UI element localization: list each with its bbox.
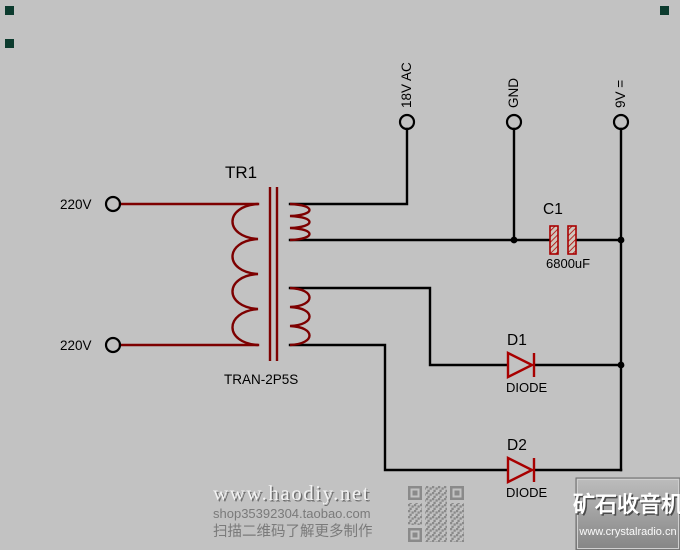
label-tr1-ref: TR1 bbox=[225, 163, 257, 182]
label-c1-value: 6800uF bbox=[546, 256, 590, 271]
diode-triangle bbox=[506, 456, 535, 484]
capacitor-c1 bbox=[549, 225, 577, 255]
capacitor-plate bbox=[549, 225, 559, 255]
logo-url: www.crystalradio.cn bbox=[578, 526, 676, 538]
transformer-primary-coil bbox=[231, 202, 259, 347]
terminal-18vac bbox=[398, 113, 416, 131]
logo-bevel bbox=[577, 479, 679, 549]
corner-marker bbox=[660, 6, 669, 15]
qr-finder bbox=[450, 486, 464, 500]
watermark-site-shadow: www.haodiy.net bbox=[215, 483, 372, 507]
watermark-site: www.haodiy.net bbox=[213, 481, 370, 505]
diode-triangle bbox=[506, 351, 535, 379]
logo-title: 矿石收音机 bbox=[573, 492, 680, 517]
watermark-scan-hint: 扫描二维码了解更多制作 bbox=[213, 523, 373, 540]
logo-background bbox=[575, 477, 680, 550]
wire-secondary-to-d1 bbox=[288, 286, 509, 367]
watermark-shop: shop35392304.taobao.com bbox=[213, 506, 371, 521]
transformer-secondary-coil-top bbox=[289, 202, 311, 242]
qr-modules bbox=[408, 503, 422, 525]
logo-title-shadow: 矿石收音机 bbox=[574, 494, 680, 519]
terminal-gnd bbox=[505, 113, 523, 131]
terminal-220v-bottom bbox=[104, 336, 122, 354]
crystalradio-logo: 矿石收音机 矿石收音机 www.crystalradio.cn bbox=[573, 477, 680, 550]
qr-modules bbox=[450, 503, 464, 542]
wire-group bbox=[288, 127, 623, 472]
terminal-group bbox=[104, 113, 630, 354]
transformer-tr1 bbox=[231, 187, 311, 361]
corner-marker bbox=[5, 39, 14, 48]
label-terminal-18vac: 18V AC bbox=[399, 62, 414, 108]
junction-dot bbox=[510, 236, 518, 244]
terminal-220v-top bbox=[104, 195, 122, 213]
qr-modules bbox=[425, 486, 447, 542]
junction-dots bbox=[510, 236, 625, 369]
primary-wire-group bbox=[118, 202, 260, 347]
label-c1-ref: C1 bbox=[543, 201, 563, 218]
label-tr1-model: TRAN-2P5S bbox=[224, 372, 298, 387]
junction-dot bbox=[617, 361, 625, 369]
diode-d2 bbox=[506, 456, 536, 484]
wire-18vac-to-secondary bbox=[288, 127, 409, 206]
label-terminal-220v-bottom: 220V bbox=[60, 338, 92, 353]
label-d2-value: DIODE bbox=[506, 485, 548, 500]
diode-d1 bbox=[506, 351, 536, 379]
watermark-haodiy: www.haodiy.net www.haodiy.net shop353923… bbox=[213, 481, 373, 540]
corner-marker bbox=[5, 6, 14, 15]
label-d1-value: DIODE bbox=[506, 380, 548, 395]
label-d2-ref: D2 bbox=[507, 437, 527, 454]
junction-dot bbox=[617, 236, 625, 244]
transformer-secondary-coil-bottom bbox=[289, 286, 311, 347]
qr-finder bbox=[408, 528, 422, 542]
qr-code bbox=[408, 486, 464, 542]
label-terminal-9v: 9V = bbox=[613, 80, 628, 108]
capacitor-plate bbox=[567, 225, 577, 255]
qr-finder bbox=[408, 486, 422, 500]
label-terminal-220v-top: 220V bbox=[60, 197, 92, 212]
wire-secondary-to-d2 bbox=[288, 343, 509, 472]
label-d1-ref: D1 bbox=[507, 332, 527, 349]
label-group: TR1 TRAN-2P5S C1 6800uF D1 DIODE D2 DIOD… bbox=[60, 62, 628, 500]
label-terminal-gnd: GND bbox=[506, 78, 521, 108]
terminal-9v bbox=[612, 113, 630, 131]
